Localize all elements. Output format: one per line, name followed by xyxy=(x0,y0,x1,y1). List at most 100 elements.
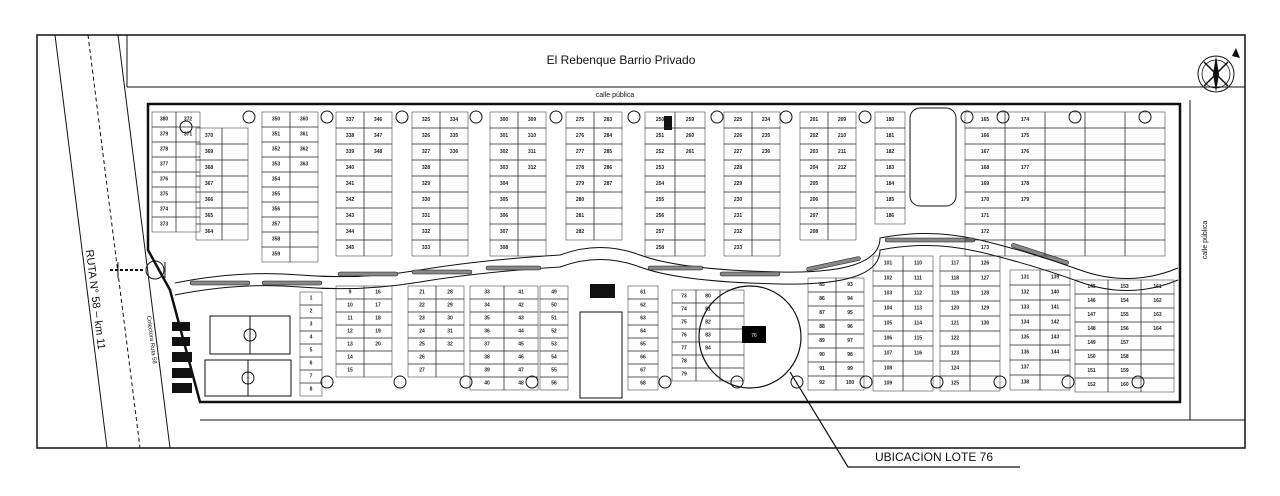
lot-number: 101 xyxy=(884,261,893,267)
lot-cell xyxy=(1084,239,1126,257)
lot-number: 209 xyxy=(838,117,847,123)
lot-number: 254 xyxy=(656,181,665,187)
lot-cell xyxy=(593,207,623,225)
lot-number: 353 xyxy=(272,162,281,168)
lot-number: 343 xyxy=(346,213,355,219)
lot-cell xyxy=(435,363,465,378)
lot-cell xyxy=(1044,191,1086,209)
lot-cell xyxy=(719,367,745,382)
lot-number: 104 xyxy=(884,306,893,312)
lot-number: 49 xyxy=(551,290,557,296)
lot-number: 115 xyxy=(914,336,922,342)
lot-number: 337 xyxy=(346,117,355,123)
lot-number: 302 xyxy=(500,149,509,155)
lot-number: 146 xyxy=(1087,298,1096,304)
lot-number: 345 xyxy=(346,245,355,251)
lot-number: 24 xyxy=(419,329,425,335)
lot-number: 148 xyxy=(1087,326,1096,332)
lot-number: 225 xyxy=(734,117,743,123)
lot-number: 89 xyxy=(819,338,825,344)
lot-number: 138 xyxy=(1021,380,1030,386)
lot-number: 128 xyxy=(981,291,990,297)
lot-number: 304 xyxy=(500,181,509,187)
lot-number: 47 xyxy=(518,368,524,374)
lot-number: 369 xyxy=(205,149,214,155)
lot-cell xyxy=(719,354,745,369)
lot-number: 206 xyxy=(810,197,819,203)
lot-number: 41 xyxy=(518,290,524,296)
lot-number: 352 xyxy=(272,147,281,153)
lot-number: 286 xyxy=(604,165,613,171)
lot-number: 87 xyxy=(819,310,825,316)
lot-number: 182 xyxy=(886,149,895,155)
lot-number: 375 xyxy=(160,192,169,198)
lot-number: 303 xyxy=(500,165,509,171)
lot-number: 186 xyxy=(886,213,895,219)
lot-number: 185 xyxy=(886,197,895,203)
lot-number: 32 xyxy=(447,342,453,348)
lot-cell xyxy=(439,191,469,209)
lot-cell xyxy=(969,345,1001,362)
outer-frame xyxy=(36,34,1246,449)
lot-number: 341 xyxy=(346,181,355,187)
lot-number: 252 xyxy=(656,149,665,155)
lot-number: 159 xyxy=(1120,368,1129,374)
lot-number: 48 xyxy=(518,381,524,387)
lot-number: 114 xyxy=(914,321,922,327)
lot-cell xyxy=(1044,159,1086,177)
lot-number: 140 xyxy=(1051,290,1060,296)
lot-number: 147 xyxy=(1087,312,1096,318)
lot-cell xyxy=(1004,207,1046,225)
lot-number: 103 xyxy=(884,291,893,297)
lot-number: 152 xyxy=(1087,382,1096,388)
lot-cell xyxy=(593,223,623,241)
lot-number: 226 xyxy=(734,133,743,139)
lot-number: 169 xyxy=(981,181,990,187)
lot-cell xyxy=(902,375,934,392)
lot-number: 179 xyxy=(1021,197,1030,203)
lot-cell xyxy=(751,239,781,257)
lot-cell xyxy=(835,375,865,391)
lot-number: 173 xyxy=(981,245,990,251)
lot-number: 113 xyxy=(914,306,922,312)
lot-number: 123 xyxy=(951,351,960,357)
lot-cell xyxy=(299,382,323,397)
lot-cell xyxy=(1140,363,1175,379)
lot-cell xyxy=(674,175,706,193)
lot-cell xyxy=(1044,143,1086,161)
lot-number: 54 xyxy=(551,355,557,361)
lot-number: 370 xyxy=(205,133,214,139)
lot-number: 74 xyxy=(681,307,687,313)
lot-number: 162 xyxy=(1153,298,1162,304)
lot-number: 327 xyxy=(422,149,431,155)
lot-number: 359 xyxy=(272,252,281,258)
lot-number: 38 xyxy=(484,355,490,361)
lot-cell xyxy=(1124,223,1166,241)
lot-number: 176 xyxy=(1021,149,1030,155)
lot-number: 380 xyxy=(160,117,169,123)
lot-cell xyxy=(719,341,745,356)
lot-cell xyxy=(439,207,469,225)
lot-number: 154 xyxy=(1120,298,1129,304)
lot-number: 153 xyxy=(1120,284,1129,290)
lot-number: 34 xyxy=(484,303,490,309)
lot-number: 50 xyxy=(551,303,557,309)
lot-number: 207 xyxy=(810,213,819,219)
lot-number: 25 xyxy=(419,342,425,348)
lot-number: 26 xyxy=(419,355,425,361)
lot-number: 174 xyxy=(1021,117,1030,123)
lot-cell xyxy=(1124,127,1166,145)
lot-number: 88 xyxy=(819,324,825,330)
lot-number: 205 xyxy=(810,181,819,187)
callout-leader xyxy=(789,371,1020,468)
lot-number: 203 xyxy=(810,149,819,155)
lot-number: 326 xyxy=(422,133,431,139)
lot-cell xyxy=(874,207,906,225)
lot-number: 51 xyxy=(551,316,557,322)
lot-cell xyxy=(1124,191,1166,209)
lot-number: 279 xyxy=(576,181,585,187)
lot-number: 260 xyxy=(686,133,695,139)
lot-number: 334 xyxy=(450,117,459,123)
lot-cell xyxy=(175,171,201,188)
